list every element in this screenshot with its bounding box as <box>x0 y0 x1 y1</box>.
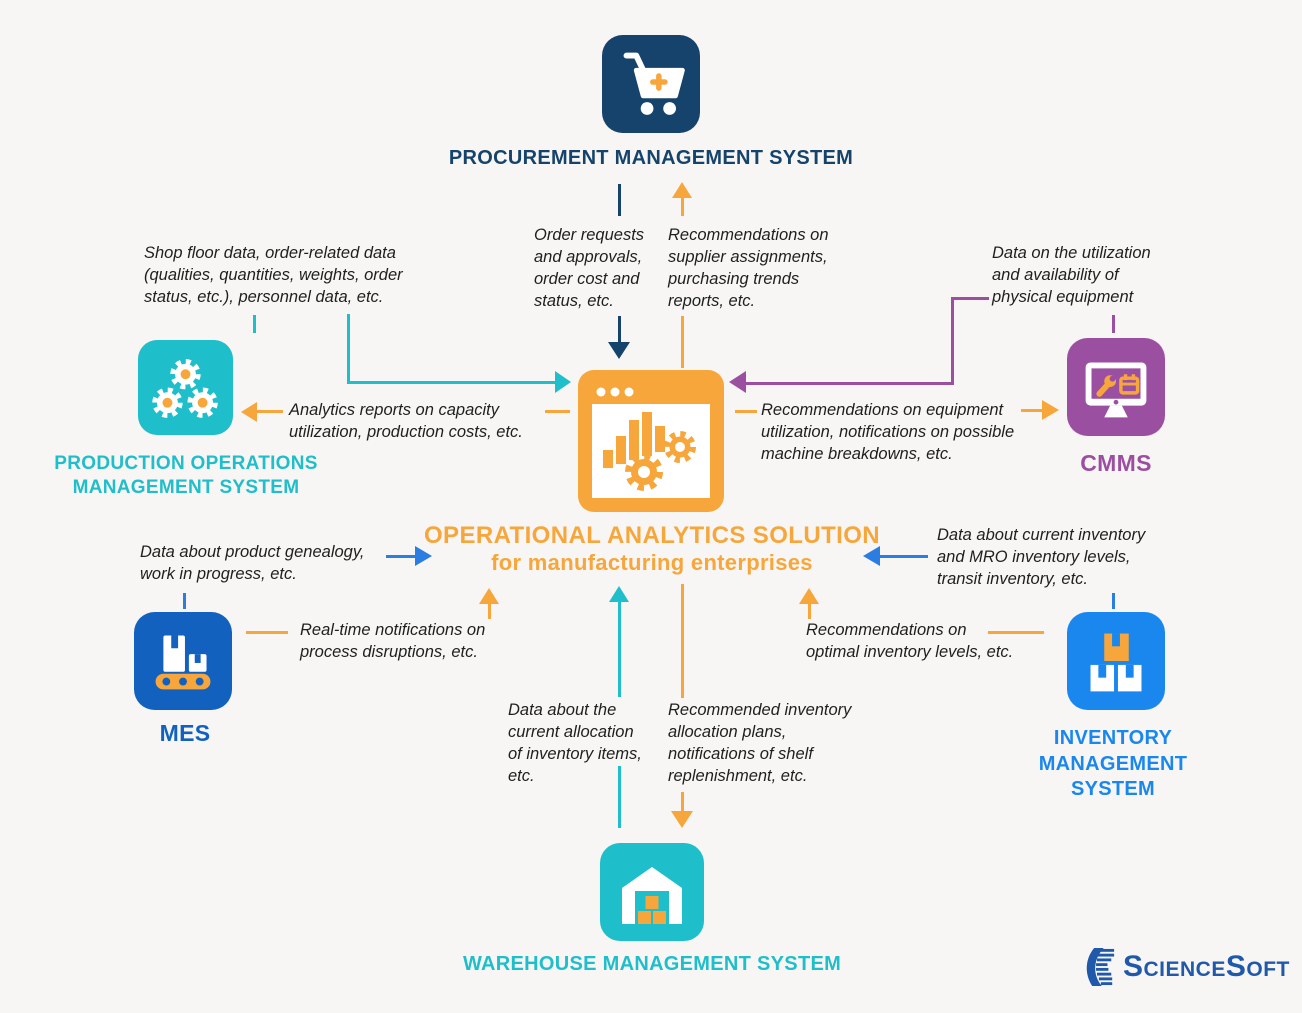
mes-data-shaft <box>386 555 416 558</box>
center-subtitle: for manufacturing enterprises <box>491 550 813 575</box>
warehouse-line-upper <box>618 601 621 697</box>
to-cmms-dash <box>735 410 757 413</box>
arrow-up-from-warehouse <box>609 586 629 602</box>
analytics-browser-icon <box>578 370 724 512</box>
annotation-procurement-to-center: Order requests and approvals, order cost… <box>534 226 645 310</box>
procurement-line-top <box>618 184 621 216</box>
to-inventory-dash <box>988 631 1044 634</box>
arrow-up-inventory-recommendations <box>799 588 819 604</box>
cmms-elbow-top <box>951 297 989 300</box>
cmms-label: CMMS <box>1080 450 1152 476</box>
gears-icon <box>138 340 233 435</box>
arrow-up-mes-notifications <box>479 588 499 604</box>
to-warehouse-line-lower <box>681 792 684 812</box>
sciencesoft-wordmark: ScienceSoft <box>1123 950 1290 983</box>
inventory-data-shaft <box>879 555 928 558</box>
procurement-label: PROCUREMENT MANAGEMENT SYSTEM <box>448 147 854 169</box>
cmms-elbow-horizontal <box>746 382 954 385</box>
warehouse-label: WAREHOUSE MANAGEMENT SYSTEM <box>462 953 842 975</box>
inventory-recommendations-shaft <box>808 603 811 619</box>
sciencesoft-logo-mark <box>1086 948 1115 986</box>
stacked-boxes-icon <box>1067 612 1165 710</box>
annotation-center-to-production: Analytics reports on capacity utilizatio… <box>289 401 523 441</box>
warehouse-line-lower <box>618 766 621 828</box>
mes-stub-line <box>183 593 186 609</box>
center-title: OPERATIONAL ANALYTICS SOLUTION <box>423 522 881 549</box>
shopping-cart-icon <box>602 35 700 133</box>
production-elbow-vertical <box>347 314 350 384</box>
to-procurement-line-bottom <box>681 316 684 368</box>
arrow-down-to-center <box>608 342 630 359</box>
conveyor-boxes-icon <box>134 612 232 710</box>
to-production-dash <box>545 410 570 413</box>
mes-notifications-shaft <box>488 603 491 619</box>
annotation-inventory-to-center: Data about current inventory and MRO inv… <box>937 526 1146 588</box>
to-mes-dash <box>246 631 288 634</box>
arrow-right-to-cmms <box>1042 400 1059 420</box>
annotation-cmms-to-center: Data on the utilization and availability… <box>992 244 1151 306</box>
arrow-up-to-procurement <box>672 182 692 198</box>
to-procurement-line-top <box>681 197 684 216</box>
annotation-center-to-inventory: Recommendations on optimal inventory lev… <box>806 621 1014 661</box>
production-stub-line <box>253 315 256 333</box>
annotation-center-to-cmms: Recommendations on equipment utilization… <box>761 401 1015 463</box>
monitor-wrench-icon <box>1067 338 1165 436</box>
to-production-shaft <box>256 410 283 413</box>
annotation-center-to-warehouse: Recommended inventory allocation plans, … <box>668 701 852 785</box>
annotation-center-to-procurement: Recommendations on supplier assignments,… <box>668 226 829 310</box>
inventory-label: INVENTORY MANAGEMENT SYSTEM <box>1038 727 1188 801</box>
sciencesoft-logo: ScienceSoft <box>1078 946 1290 988</box>
cmms-elbow-vertical <box>951 297 954 385</box>
to-cmms-shaft <box>1021 409 1043 412</box>
annotation-warehouse-to-center: Data about the current allocation of inv… <box>508 701 642 785</box>
to-warehouse-line-upper <box>681 584 684 698</box>
annotation-center-to-mes: Real-time notifications on process disru… <box>300 621 486 661</box>
inventory-stub-line <box>1112 593 1115 609</box>
arrow-right-from-mes <box>415 546 432 566</box>
annotation-production-to-center: Shop floor data, order-related data (qua… <box>144 244 403 306</box>
arrow-left-from-inventory <box>863 546 880 566</box>
annotation-mes-to-center: Data about product genealogy, work in pr… <box>140 543 365 583</box>
arrow-left-to-center <box>729 371 746 393</box>
arrow-down-to-warehouse <box>671 811 693 828</box>
procurement-line-bottom <box>618 316 621 342</box>
mes-label: MES <box>159 720 211 746</box>
warehouse-icon <box>600 843 704 941</box>
arrow-left-to-production <box>241 402 257 422</box>
arrow-right-to-center <box>555 371 571 393</box>
cmms-stub-line <box>1112 315 1115 333</box>
production-elbow-horizontal <box>347 381 555 384</box>
production-label: PRODUCTION OPERATIONS MANAGEMENT SYSTEM <box>54 453 318 499</box>
